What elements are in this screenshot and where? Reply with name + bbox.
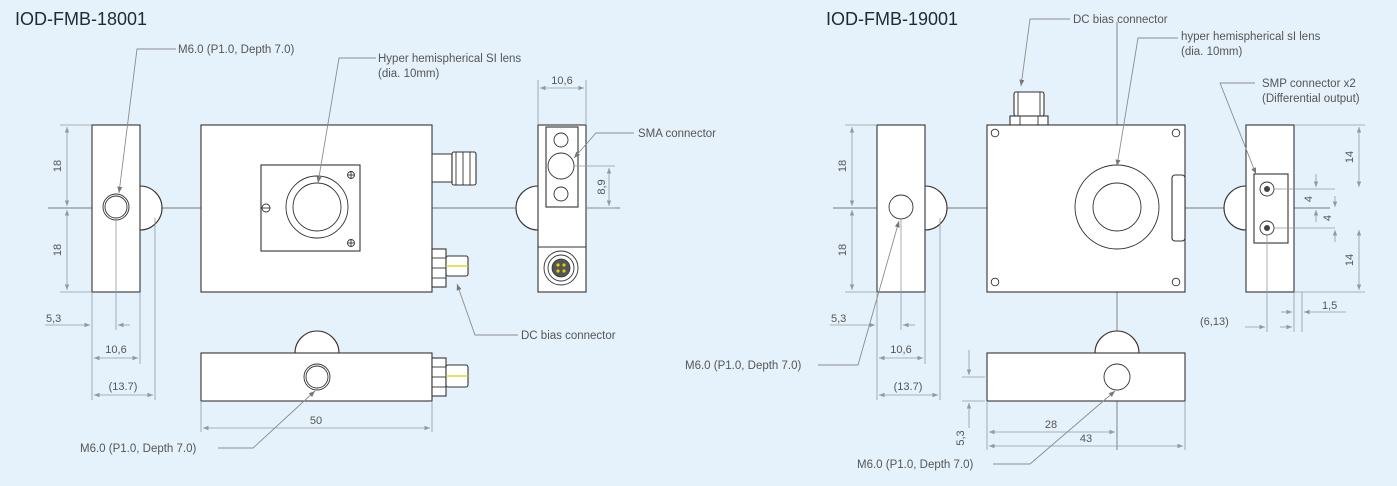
left-end-dc-outer	[543, 250, 579, 286]
left-title: IOD-FMB-18001	[15, 9, 148, 29]
left-side-view	[91, 124, 163, 293]
right-label-lens-line1: hyper hemispherical sI lens	[1181, 31, 1321, 43]
left-end-dc-mid	[547, 254, 575, 282]
right-bottom-hole	[1103, 363, 1131, 391]
right-title: IOD-FMB-19001	[826, 9, 959, 29]
right-end-boss	[1223, 185, 1247, 231]
right-label-dc-bias: DC bias connector	[1073, 14, 1168, 26]
right-lens-ring-inner	[1092, 182, 1142, 232]
left-label-dc-bias: DC bias connector	[521, 330, 616, 342]
left-sma-body	[432, 153, 453, 183]
right-bottom-boss	[1094, 330, 1140, 354]
left-label-lens-line1: Hyper hemispherical SI lens	[378, 53, 521, 65]
right-corner-hole-tr	[1171, 128, 1181, 138]
right-corner-hole-tl	[990, 128, 1000, 138]
left-lens-plate	[260, 164, 361, 252]
left-end-boss	[515, 185, 539, 231]
left-end-dc-core	[551, 258, 571, 278]
right-dim-1-5: 1,5	[1322, 300, 1337, 312]
left-dim-10-6: 10,6	[105, 344, 126, 356]
left-bottom-boss	[294, 330, 340, 354]
right-dim-end-14-bottom: 14	[1344, 254, 1356, 266]
right-bottom-view: 28 43 5,3 M6.0 (P1.0, Depth 7.0)	[857, 330, 1186, 471]
right-dim-end-14-top: 14	[1344, 151, 1356, 163]
right-label-lens-line2: (dia. 10mm)	[1181, 46, 1243, 58]
left-dim-8-9: 8,9	[596, 179, 608, 194]
right-dim-5-3: 5,3	[831, 313, 846, 325]
left-lens-ring-inner	[292, 182, 342, 232]
right-dim-6-13: (6,13)	[1200, 316, 1229, 328]
left-front-view	[200, 124, 477, 293]
left-label-lens-line2: (dia. 10mm)	[378, 68, 440, 80]
left-dim-50: 50	[310, 415, 322, 427]
left-end-dims: 10,6 8,9 SMA connector	[537, 75, 716, 209]
right-dim-smp-4-lower: 4	[1322, 215, 1334, 221]
left-plate-screw-bottom	[347, 239, 355, 247]
left-lens-ring-outer	[285, 175, 349, 239]
left-plate-screw-top	[347, 171, 355, 179]
right-dim-smp-4-upper: 4	[1303, 196, 1315, 202]
left-bottom-hole-outer	[303, 363, 331, 391]
right-side-view	[876, 124, 948, 293]
right-dim-28: 28	[1045, 419, 1057, 431]
right-end-view	[1223, 124, 1295, 293]
left-side-hole-inner	[104, 195, 128, 219]
right-label-mount-bottom: M6.0 (P1.0, Depth 7.0)	[857, 459, 974, 471]
right-front-view	[986, 91, 1186, 293]
left-side-boss	[139, 185, 163, 231]
right-dim-18-upper: 18	[837, 160, 849, 172]
left-end-screw-bottom	[553, 186, 569, 202]
left-side-hole-outer	[102, 193, 130, 221]
right-bottom-body	[986, 352, 1186, 402]
left-end-view	[515, 124, 587, 293]
right-front-side-tab	[1171, 174, 1186, 242]
left-side-dims: 18 18 5,3 10,6 (13.7)	[45, 124, 156, 400]
right-dc-connector-nut	[1009, 115, 1049, 126]
left-end-sma-block	[545, 126, 579, 208]
left-label-mount-top: M6.0 (P1.0, Depth 7.0)	[178, 44, 295, 56]
right-dim-bottom-5-3: 5,3	[955, 430, 967, 445]
left-dim-18-lower: 18	[52, 244, 64, 256]
right-side-boss	[924, 185, 948, 231]
left-drawing: 18 18 5,3 10,6 (13.7)	[45, 44, 716, 455]
right-dim-18-lower: 18	[837, 244, 849, 256]
right-label-smp-line1: SMP connector x2	[1262, 78, 1356, 90]
left-label-mount-bottom: M6.0 (P1.0, Depth 7.0)	[80, 443, 197, 455]
left-dim-18-upper: 18	[52, 160, 64, 172]
left-bottom-hole-inner	[305, 365, 329, 389]
right-dim-10-6: 10,6	[890, 344, 911, 356]
left-bottom-view: 50 M6.0 (P1.0, Depth 7.0)	[80, 330, 469, 455]
right-front-body	[986, 124, 1186, 293]
right-corner-hole-bl	[990, 277, 1000, 287]
right-corner-hole-br	[1171, 277, 1181, 287]
left-dim-5-3: 5,3	[46, 313, 61, 325]
right-dim-13-7: (13.7)	[894, 381, 923, 393]
right-side-dims: 18 18 5,3 10,6 (13.7) M6.0 (P1.0, Depth …	[685, 124, 941, 400]
right-dc-connector-body	[1013, 91, 1045, 117]
right-label-mount-side: M6.0 (P1.0, Depth 7.0)	[685, 360, 802, 372]
left-dim-end-10-6: 10,6	[551, 75, 572, 87]
left-bottom-body	[200, 352, 433, 402]
right-label-smp-line2: (Differential output)	[1262, 93, 1360, 105]
left-dim-13-7: (13.7)	[109, 381, 138, 393]
right-end-dims: SMP connector x2 (Differential output) 1…	[1200, 78, 1365, 332]
right-end-smp-block	[1253, 173, 1289, 244]
left-end-screw-top	[553, 132, 569, 148]
left-label-sma: SMA connector	[638, 128, 716, 140]
right-drawing: 18 18 5,3 10,6 (13.7) M6.0 (P1.0, Depth …	[685, 14, 1365, 471]
right-dim-43: 43	[1080, 433, 1092, 445]
